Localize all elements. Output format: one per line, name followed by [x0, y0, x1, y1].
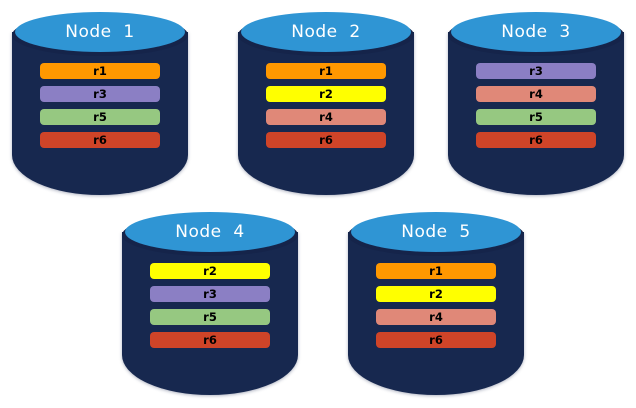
cylinder-top-ellipse [451, 12, 621, 52]
cylinder-top-ellipse [125, 212, 295, 252]
replica-bar[interactable]: r1 [266, 63, 386, 79]
replica-bar[interactable]: r2 [376, 286, 496, 302]
node-cylinder[interactable]: Node 2 r1 r2 r4 r6 [238, 12, 414, 195]
cylinder-top-ellipse [351, 212, 521, 252]
node-cylinder[interactable]: Node 5 r1 r2 r4 r6 [348, 212, 524, 395]
node-cylinder[interactable]: Node 3 r3 r4 r5 r6 [448, 12, 624, 195]
replica-list: r2 r3 r5 r6 [122, 263, 298, 355]
replica-bar[interactable]: r1 [40, 63, 160, 79]
cylinder-top-ellipse [15, 12, 185, 52]
node-label: Node 3 [501, 22, 571, 42]
replica-bar[interactable]: r4 [376, 309, 496, 325]
replica-bar[interactable]: r3 [150, 286, 270, 302]
replica-bar[interactable]: r4 [476, 86, 596, 102]
replica-list: r1 r2 r4 r6 [348, 263, 524, 355]
replica-bar[interactable]: r6 [40, 132, 160, 148]
replica-list: r3 r4 r5 r6 [448, 63, 624, 155]
node-cylinder[interactable]: Node 1 r1 r3 r5 r6 [12, 12, 188, 195]
replica-list: r1 r2 r4 r6 [238, 63, 414, 155]
replica-bar[interactable]: r1 [376, 263, 496, 279]
node-label: Node 4 [175, 222, 245, 242]
node-label: Node 1 [65, 22, 135, 42]
replica-bar[interactable]: r4 [266, 109, 386, 125]
cylinder-top-ellipse [241, 12, 411, 52]
replica-bar[interactable]: r6 [376, 332, 496, 348]
replica-bar[interactable]: r3 [476, 63, 596, 79]
replica-bar[interactable]: r6 [150, 332, 270, 348]
node-label: Node 5 [401, 222, 471, 242]
replica-bar[interactable]: r5 [150, 309, 270, 325]
replica-bar[interactable]: r2 [266, 86, 386, 102]
replica-list: r1 r3 r5 r6 [12, 63, 188, 155]
replica-bar[interactable]: r3 [40, 86, 160, 102]
replica-bar[interactable]: r5 [476, 109, 596, 125]
replica-bar[interactable]: r6 [266, 132, 386, 148]
replica-bar[interactable]: r5 [40, 109, 160, 125]
replica-bar[interactable]: r6 [476, 132, 596, 148]
node-label: Node 2 [291, 22, 361, 42]
replica-bar[interactable]: r2 [150, 263, 270, 279]
node-cylinder[interactable]: Node 4 r2 r3 r5 r6 [122, 212, 298, 395]
